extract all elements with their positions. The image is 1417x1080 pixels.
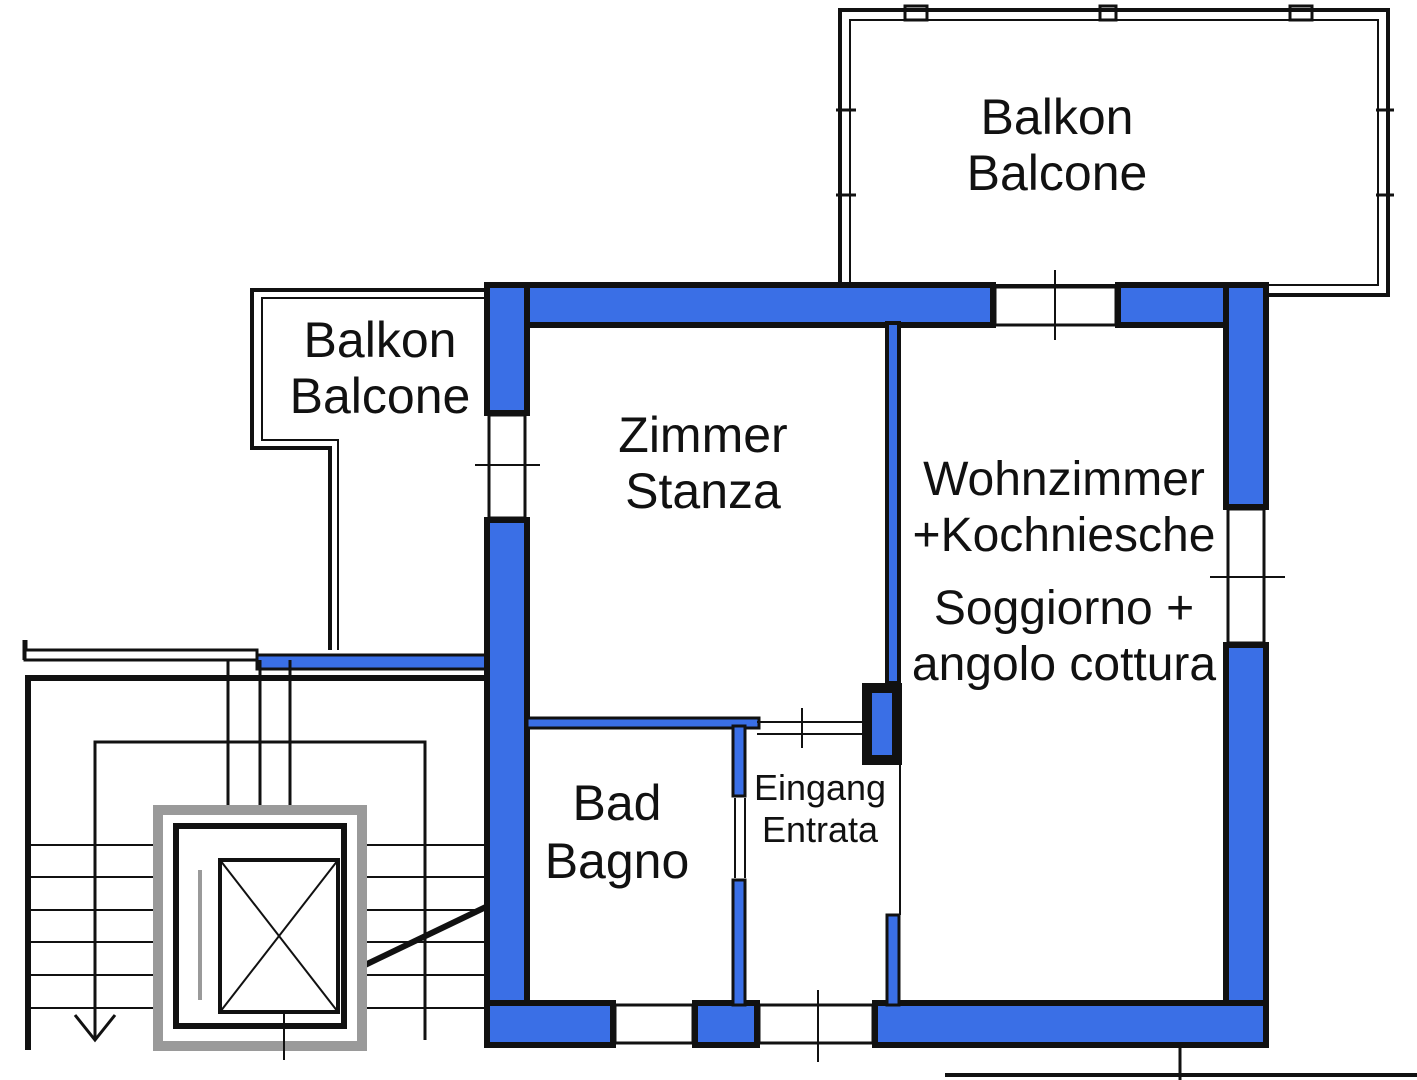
balcony-top-label-de: Balkon [981,89,1134,145]
living-label-de-1: Wohnzimmer [923,453,1205,506]
stairwell [22,640,510,1060]
bathroom-label-it: Bagno [545,833,690,889]
entrance-label-it: Entrata [762,809,879,850]
entrance: Eingang Entrata [754,767,886,850]
bedroom-label-de: Zimmer [618,407,787,463]
windows [475,270,1417,1080]
bathroom: Bad Bagno [545,775,690,889]
apartment-walls [484,282,1269,1048]
balcony-top-label-it: Balcone [967,145,1148,201]
living-room: Wohnzimmer +Kochniesche Soggiorno + ango… [912,453,1217,691]
entrance-label-de: Eingang [754,767,886,808]
bathroom-label-de: Bad [573,775,662,831]
bedroom-label-it: Stanza [625,463,781,519]
living-label-it-2: angolo cottura [912,638,1217,691]
living-label-it-1: Soggiorno + [934,582,1194,635]
balcony-left-label-it: Balcone [290,368,471,424]
balcony-top: Balkon Balcone [836,4,1394,297]
bedroom: Zimmer Stanza [618,407,787,519]
living-label-de-2: +Kochniesche [913,509,1216,562]
balcony-left-label-de: Balkon [304,312,457,368]
balcony-left: Balkon Balcone [250,288,488,650]
